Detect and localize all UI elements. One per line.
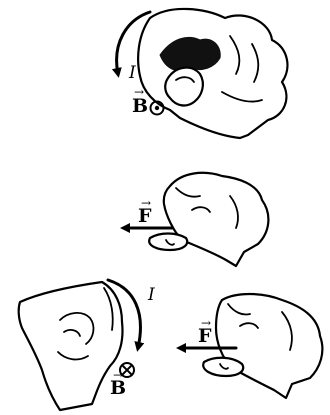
middle-thumb	[149, 234, 187, 251]
bottom-left-fist	[19, 282, 123, 410]
top-curled-hand	[138, 9, 287, 138]
bottom-current-label: I	[147, 285, 155, 305]
top-field-label: B	[132, 95, 148, 117]
middle-force-label: F	[138, 205, 152, 227]
bottom-right-thumb	[203, 358, 243, 376]
middle-hand	[164, 173, 269, 266]
bottom-force-label: F	[198, 325, 212, 347]
bottom-right-hand	[216, 294, 322, 398]
bottom-field-label: B	[110, 377, 126, 399]
top-thumb	[165, 68, 203, 106]
top-current-label: I	[128, 63, 136, 83]
